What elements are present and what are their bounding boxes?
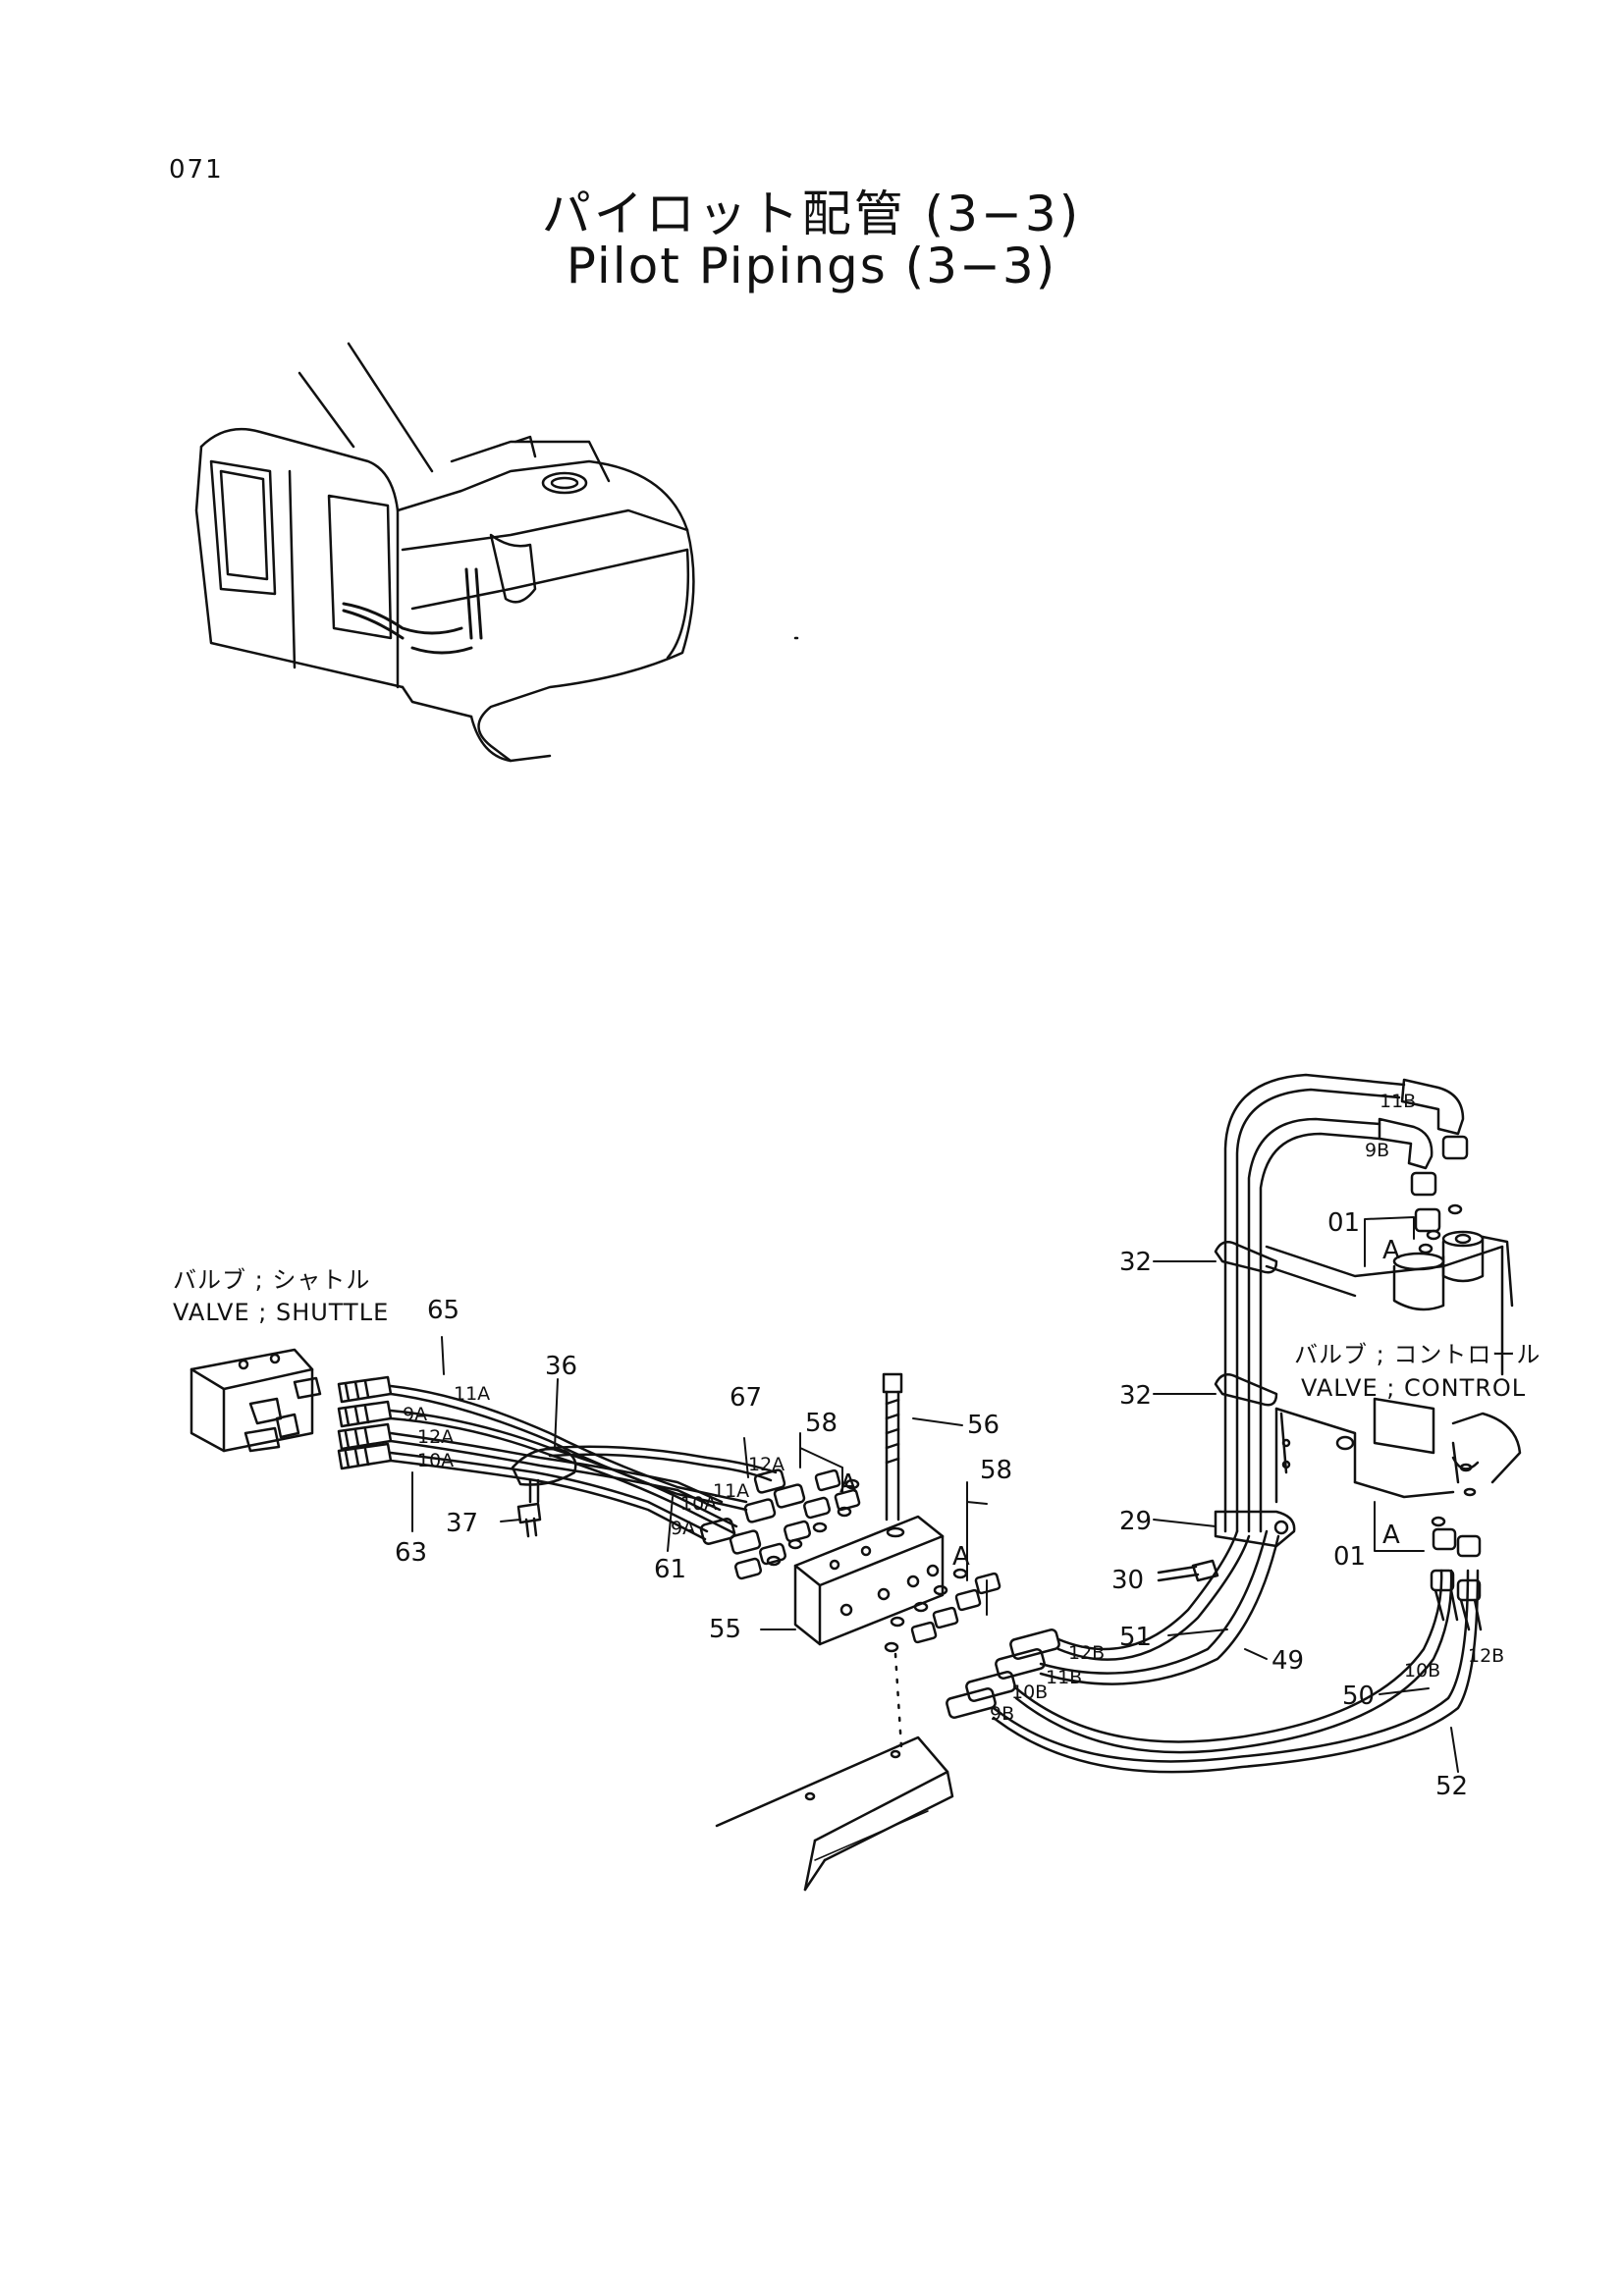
excavator-overview-illustration (194, 342, 799, 763)
port-label-12a-shuttle: 12A (417, 1426, 454, 1448)
manifold-right-fittings (884, 1568, 1001, 1749)
part-number-58-upper: 58 (805, 1409, 838, 1438)
part-number-65: 65 (427, 1296, 460, 1325)
port-label-10b-manifold: 10B (1011, 1682, 1048, 1703)
frame-rail (715, 1735, 954, 1892)
vertical-hose-bundle (1214, 1073, 1469, 1548)
port-label-9b-manifold: 9B (990, 1703, 1014, 1725)
part-number-50: 50 (1342, 1682, 1375, 1711)
view-mark-a-1: A (839, 1469, 857, 1499)
part-number-58-lower: 58 (980, 1456, 1012, 1485)
pilot-hoses-left (389, 1384, 778, 1541)
leader-lines (411, 1216, 1459, 1773)
port-label-11a-manifold: 11A (713, 1480, 749, 1502)
valve-control-caption-en: VALVE ; CONTROL (1301, 1374, 1526, 1402)
part-number-29: 29 (1119, 1507, 1152, 1536)
bolt-56 (882, 1372, 903, 1522)
title-english: Pilot Pipings (3−3) (566, 238, 1057, 294)
port-label-10b-valve: 10B (1404, 1660, 1440, 1682)
part-number-55: 55 (709, 1615, 741, 1644)
part-number-37: 37 (446, 1509, 478, 1538)
valve-control-caption-jp: バルブ ; コントロール (1294, 1341, 1541, 1368)
shuttle-hose-fittings (337, 1375, 393, 1470)
port-label-10a-shuttle: 10A (417, 1450, 454, 1471)
part-number-49: 49 (1271, 1646, 1304, 1676)
port-label-9b-valve: 9B (1365, 1140, 1389, 1161)
part-number-67: 67 (730, 1383, 762, 1413)
manifold-fittings (699, 1468, 861, 1580)
part-number-01-lower: 01 (1333, 1542, 1366, 1572)
port-label-11a-shuttle: 11A (454, 1383, 490, 1405)
valve-shuttle-caption-jp: バルブ ; シャトル (173, 1266, 370, 1294)
bolt-37 (516, 1502, 542, 1538)
pilot-hoses-right (946, 1529, 1480, 1774)
port-label-12b-valve: 12B (1468, 1645, 1504, 1667)
title-japanese: パイロット配管 (3−3) (541, 186, 1082, 242)
part-number-30: 30 (1111, 1566, 1144, 1595)
view-mark-a-2: A (952, 1542, 970, 1572)
port-label-12b-manifold: 12B (1068, 1642, 1105, 1664)
page-number: 071 (169, 155, 224, 185)
port-label-11b-valve: 11B (1380, 1091, 1416, 1112)
port-label-9a-manifold: 9A (671, 1518, 695, 1539)
part-number-56: 56 (967, 1411, 1000, 1440)
view-mark-a-4: A (1382, 1521, 1400, 1550)
part-number-01-upper: 01 (1327, 1208, 1360, 1238)
port-label-10a-manifold: 10A (680, 1493, 717, 1515)
part-number-32-upper: 32 (1119, 1248, 1152, 1277)
view-mark-a-3: A (1382, 1236, 1400, 1265)
valve-shuttle-caption-en: VALVE ; SHUTTLE (173, 1299, 389, 1326)
part-number-61: 61 (654, 1555, 686, 1584)
bolt-30 (1157, 1559, 1219, 1582)
part-number-32-lower: 32 (1119, 1381, 1152, 1411)
shuttle-valve (189, 1348, 322, 1453)
port-label-12a-manifold: 12A (748, 1454, 784, 1475)
part-number-52: 52 (1435, 1772, 1468, 1801)
hose-clamp (511, 1447, 577, 1504)
part-number-36: 36 (545, 1352, 577, 1381)
part-number-51: 51 (1119, 1623, 1152, 1652)
port-label-9a-shuttle: 9A (403, 1404, 427, 1425)
control-valve (1265, 1229, 1522, 1631)
port-label-11b-manifold: 11B (1046, 1667, 1082, 1688)
part-number-63: 63 (395, 1538, 427, 1568)
manifold-block (793, 1515, 945, 1646)
